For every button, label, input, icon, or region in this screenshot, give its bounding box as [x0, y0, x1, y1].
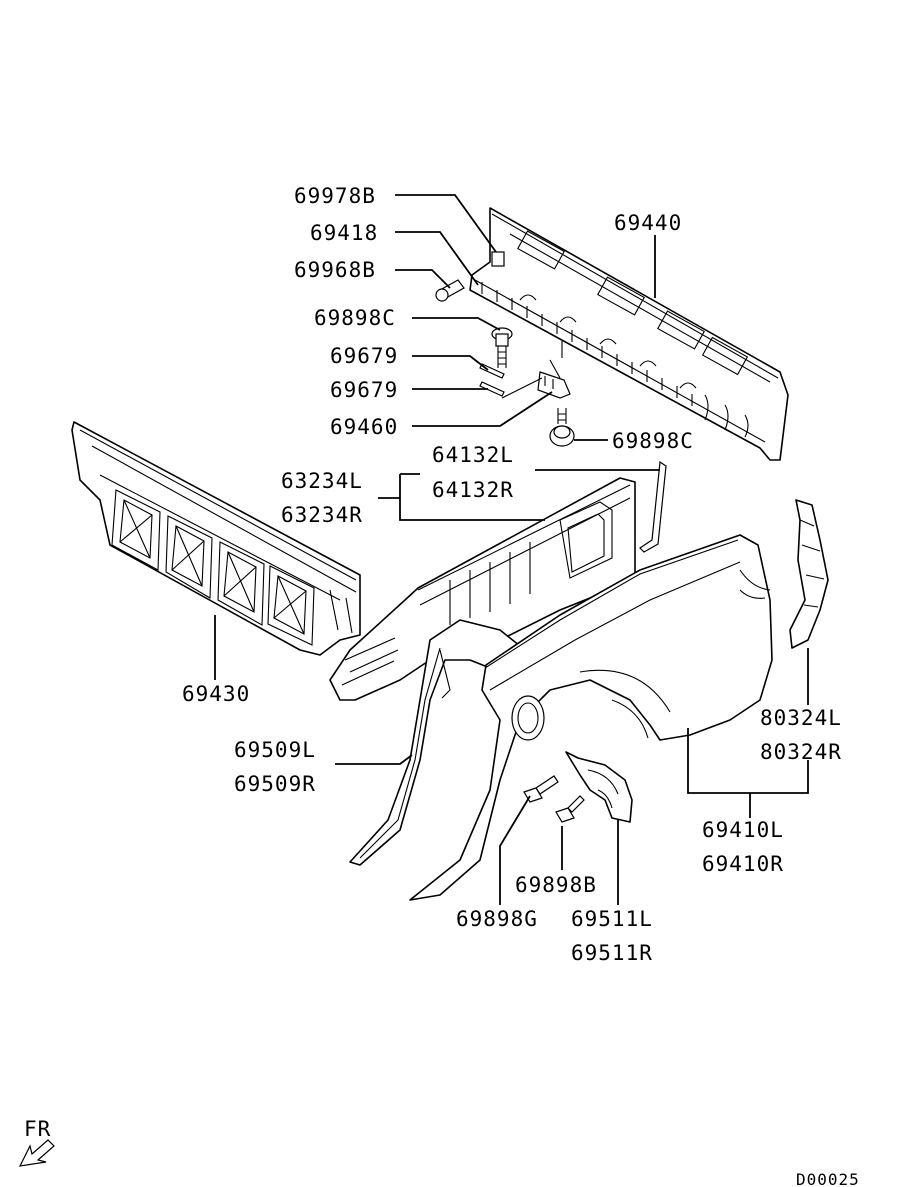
label-80324R: 80324R	[760, 740, 842, 764]
label-69898B: 69898B	[515, 873, 597, 897]
label-69410R: 69410R	[702, 852, 784, 876]
hinge-69460	[501, 340, 571, 399]
bolt-69898C-upper	[491, 327, 513, 368]
mud-guard-69511	[565, 751, 633, 823]
part-labels: 69978B 69418 69968B 69898C 69679 69679 6…	[182, 184, 842, 965]
label-69418: 69418	[310, 221, 378, 245]
label-69978B: 69978B	[294, 184, 376, 208]
leader-lines	[214, 194, 809, 905]
bolt-69968B	[435, 279, 465, 302]
clip-69978B	[491, 251, 505, 267]
front-arrow-icon	[18, 1139, 55, 1167]
label-64132L: 64132L	[432, 443, 514, 467]
label-69509R: 69509R	[234, 772, 316, 796]
label-69898C-lower: 69898C	[612, 429, 694, 453]
label-69679-b: 69679	[330, 378, 398, 402]
label-69679-a: 69679	[330, 344, 398, 368]
label-69511L: 69511L	[571, 907, 653, 931]
label-69898C-upper: 69898C	[314, 306, 396, 330]
bolt-69898B	[555, 795, 585, 823]
label-63234R: 63234R	[281, 503, 363, 527]
label-69898G: 69898G	[456, 907, 538, 931]
front-indicator: FR	[18, 1117, 55, 1167]
front-panel-69440	[469, 207, 789, 461]
front-indicator-label: FR	[24, 1117, 51, 1141]
label-63234L: 63234L	[281, 469, 363, 493]
gusset-80324	[789, 499, 829, 649]
bed-inner-side-63234	[329, 460, 667, 701]
diagram-code: D00025	[796, 1170, 860, 1187]
quarter-panel-69410	[409, 534, 773, 901]
label-69410L: 69410L	[702, 818, 784, 842]
tail-panel-69430	[71, 421, 361, 656]
label-64132R: 64132R	[432, 478, 514, 502]
label-69460: 69460	[330, 415, 398, 439]
label-69430: 69430	[182, 682, 250, 706]
label-80324L: 80324L	[760, 706, 842, 730]
label-69440: 69440	[614, 211, 682, 235]
label-69511R: 69511R	[571, 941, 653, 965]
bolt-69898C-lower	[549, 408, 575, 447]
label-69968B: 69968B	[294, 258, 376, 282]
pin-69679	[479, 363, 505, 397]
label-69509L: 69509L	[234, 738, 316, 762]
